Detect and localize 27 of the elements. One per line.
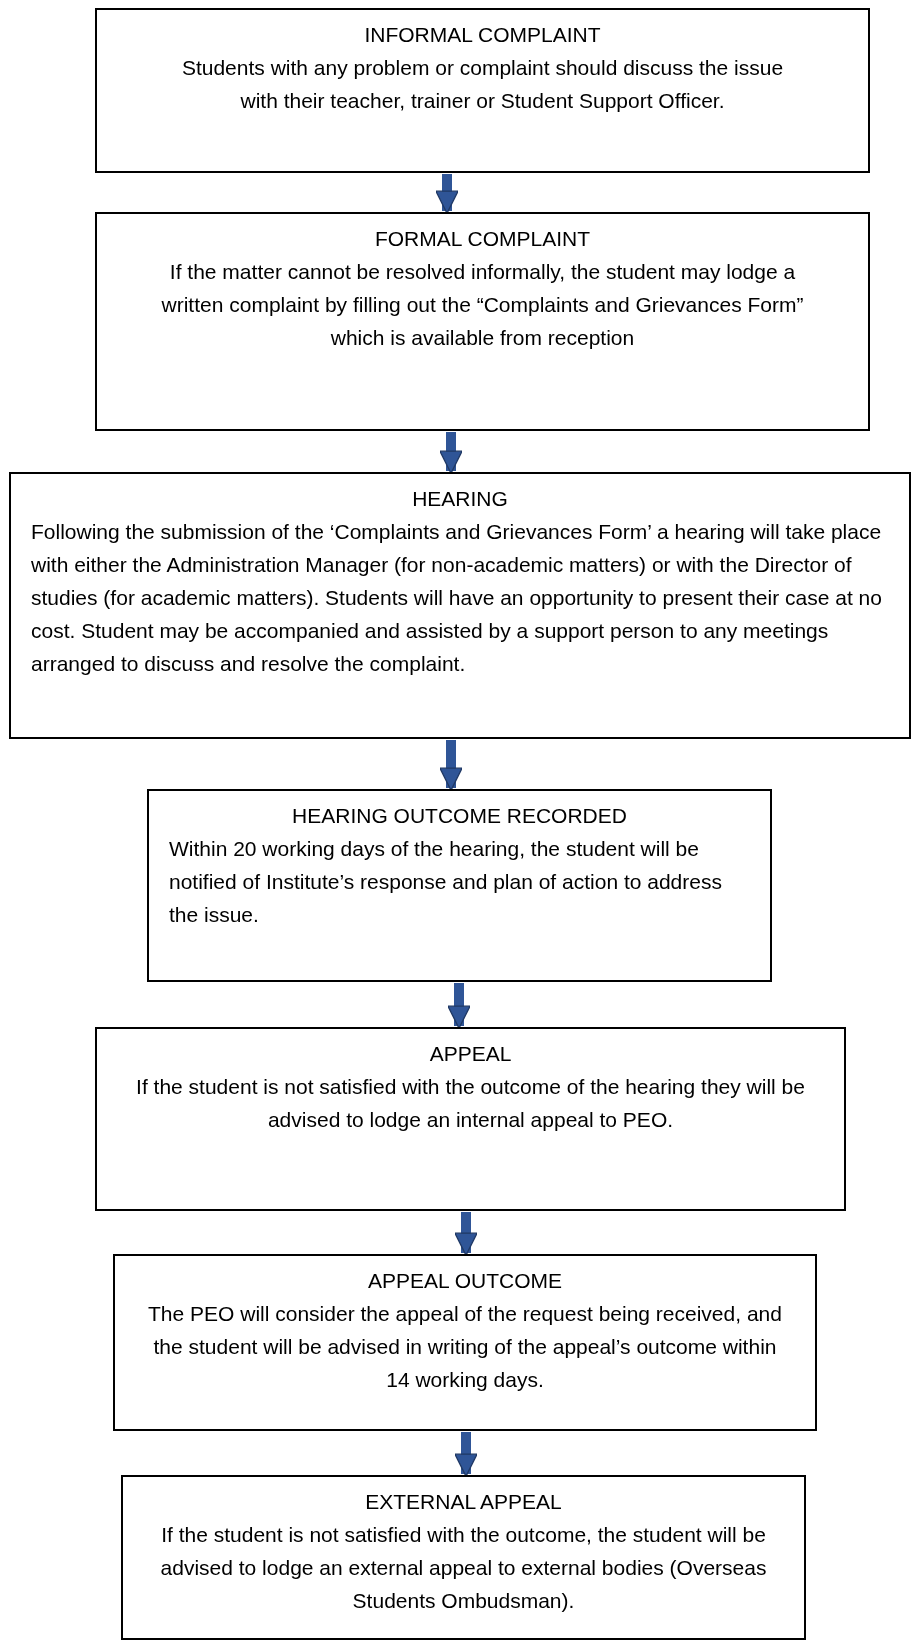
step-description: Following the submission of the ‘Complaints and Grievances Form’ a hearing will take place with either the Administration Manager (for non-academic matters) or with the Director of studies (for academic matters). Students will have an opportunity to present their case at no cost. Student may be accompanied and assisted by a support person to any meetings arranged to discuss and resolve the complaint.	[31, 519, 883, 677]
block-arrow	[454, 1432, 478, 1477]
step-description: If the matter cannot be resolved informally, the student may lodge a written complaint by filling out the “Complaints and Grievances Form” which is available from reception	[161, 259, 804, 351]
process-box	[9, 472, 911, 739]
step-heading: APPEAL	[428, 1041, 513, 1067]
step-heading: HEARING	[411, 486, 509, 512]
block-arrow	[439, 432, 463, 474]
process-box	[95, 212, 870, 431]
step-description: If the student is not satisfied with the outcome of the hearing they will be advised to lodge an internal appeal to PEO.	[135, 1074, 806, 1133]
block-arrow	[439, 740, 463, 791]
block-arrow	[447, 983, 471, 1029]
step-heading: FORMAL COMPLAINT	[373, 226, 592, 252]
process-box	[147, 789, 772, 982]
process-box	[95, 1027, 846, 1211]
step-heading: APPEAL OUTCOME	[366, 1268, 564, 1294]
block-arrow	[435, 174, 459, 214]
process-box	[121, 1475, 806, 1640]
process-box	[113, 1254, 817, 1431]
step-description: The PEO will consider the appeal of the request being received, and the student will be advised in writing of the appeal’s outcome within 14 working days.	[147, 1301, 783, 1393]
step-description: Within 20 working days of the hearing, the student will be notified of Institute’s response and plan of action to address the issue.	[169, 836, 723, 928]
step-description: Students with any problem or complaint should discuss the issue with their teacher, trainer or Student Support Officer.	[180, 55, 785, 114]
step-description: If the student is not satisfied with the outcome, the student will be advised to lodge an external appeal to external bodies (Overseas Students Ombudsman).	[159, 1522, 768, 1614]
block-arrow	[454, 1212, 478, 1256]
step-heading: HEARING OUTCOME RECORDED	[291, 803, 628, 829]
step-heading: INFORMAL COMPLAINT	[363, 22, 602, 48]
process-box	[95, 8, 870, 173]
step-heading: EXTERNAL APPEAL	[364, 1489, 563, 1515]
